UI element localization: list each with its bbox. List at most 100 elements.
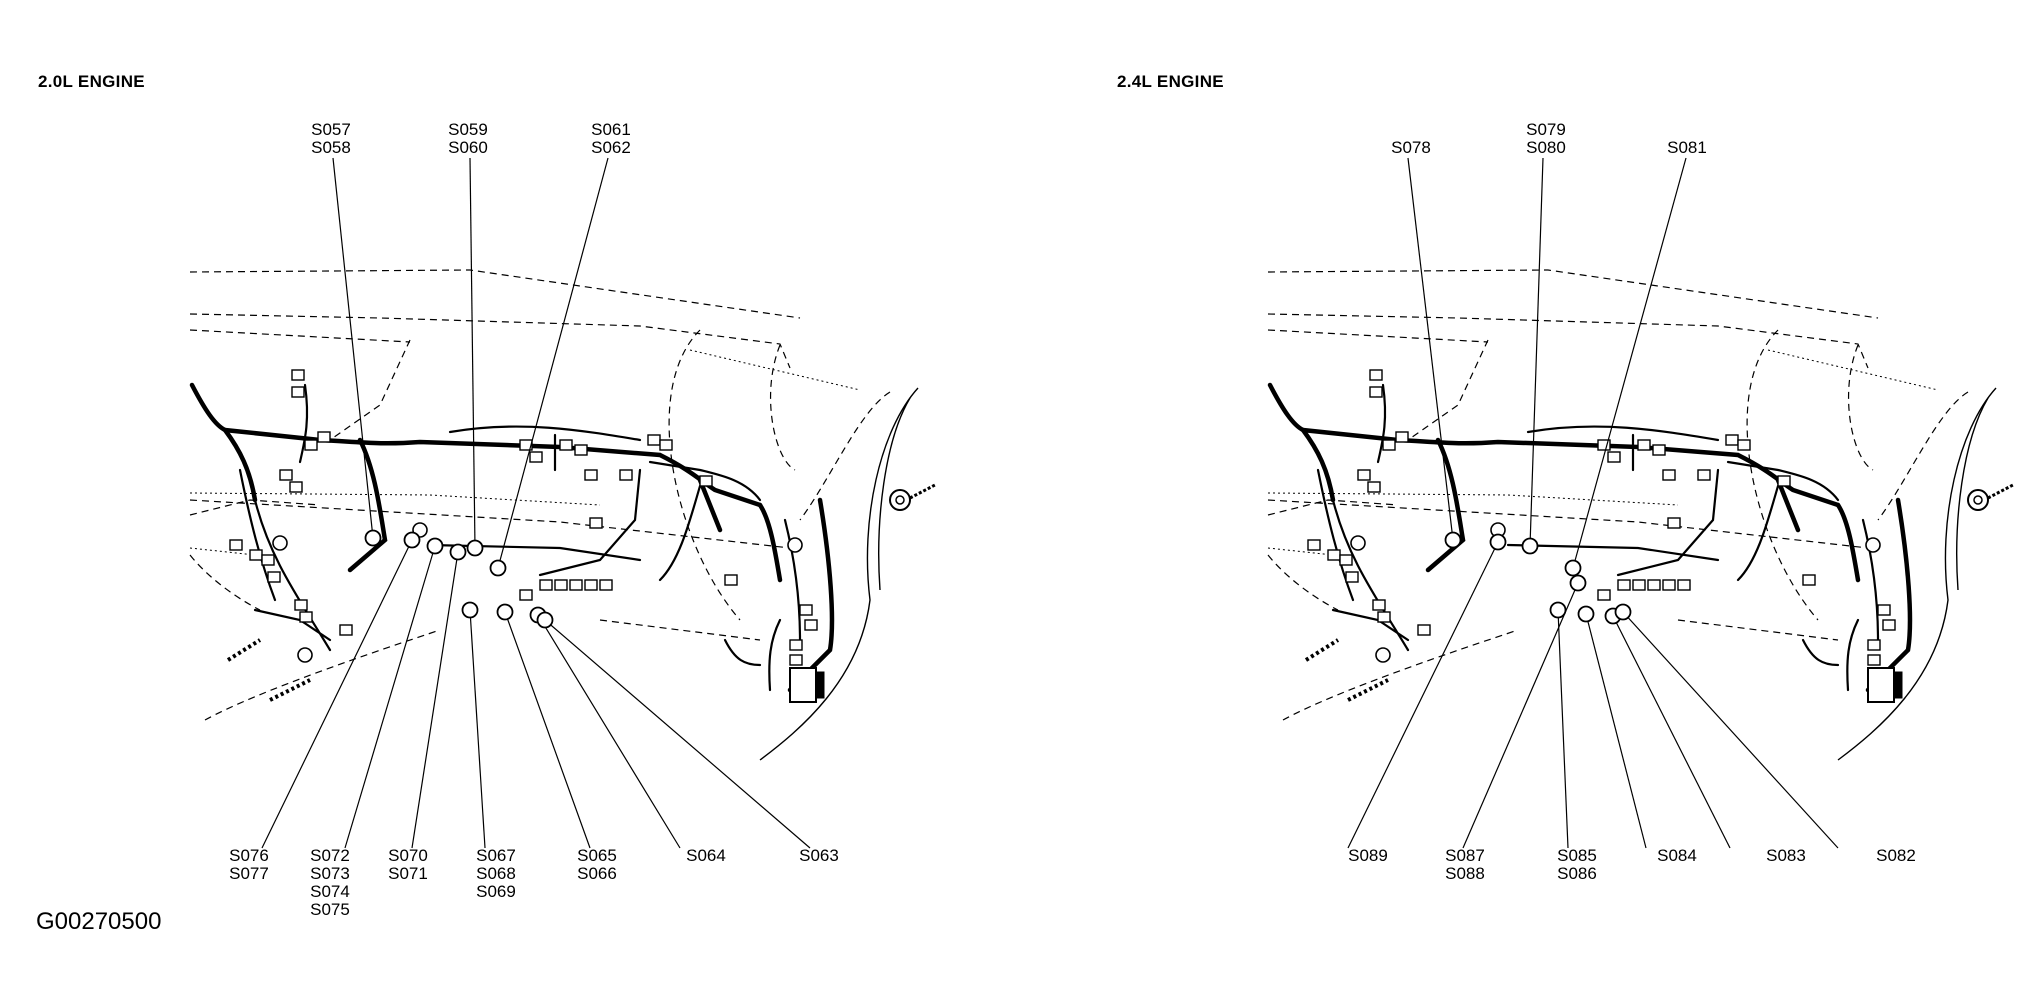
splice-label-s081: S081 [1667,138,1707,157]
connector-block-0 [1867,667,1895,703]
body-outline-dashed-9 [1282,629,1519,721]
leader-line-0-1 [469,157,476,549]
splice-label-s057-line-0: S057 [311,120,351,139]
connector-3 [1395,431,1409,443]
splice-marker-0-9 [536,611,554,629]
harness-drawing-2-4l [1267,157,2014,849]
body-outline-dashed-4 [668,329,741,621]
leader-line-0-3 [261,539,413,849]
leader-line-1-0 [1407,157,1454,541]
body-outline-dotted-0 [1267,492,1679,506]
wire-stub-1 [269,678,311,702]
body-outline-dashed-3 [329,339,411,441]
splice-label-s059-line-1: S060 [448,138,488,157]
connector-34 [599,579,613,591]
connector-20 [1597,439,1611,451]
connector-15 [584,469,598,481]
connector-32 [569,579,583,591]
splice-marker-0-4 [426,537,444,555]
connector-17 [647,434,661,446]
body-outline-dashed-6 [1267,499,1869,549]
leader-line-1-3 [1347,541,1499,849]
body-outline-dashed-0 [1267,269,1879,319]
harness-branch-0 [1316,468,1355,602]
splice-label-s078: S078 [1391,138,1431,157]
splice-label-s072-line-2: S074 [310,882,350,901]
connector-block-0 [789,667,817,703]
connector-block-1 [1893,671,1903,699]
harness-main-2 [1300,427,1336,503]
splice-label-s087-line-0: S087 [1445,846,1485,865]
splice-marker-0-2 [489,559,507,577]
leader-line-1-6 [1585,613,1647,849]
harness-main-3 [347,437,388,573]
harness-branch-8 [448,425,642,442]
ring-terminal-2 [297,647,313,663]
connector-8 [261,554,275,566]
splice-label-s070-line-1: S071 [388,864,428,883]
splice-marker-0-0 [364,529,382,547]
body-outline-dashed-6 [189,499,791,549]
splice-marker-1-1 [1521,537,1539,555]
figure-code: G00270500 [36,908,162,935]
splice-label-s067-line-0: S067 [476,846,516,865]
body-outline-dashed-5 [1847,344,1874,471]
splice-label-s079-line-0: S079 [1526,120,1566,139]
connector-25 [804,619,818,631]
splice-marker-0-1 [466,539,484,557]
harness-branch-5 [783,518,802,642]
wire-stub-0 [1304,638,1340,662]
grommet-wire [1987,483,2014,500]
connector-1 [291,386,305,398]
harness-branch-10 [658,484,702,582]
harness-main-1 [757,502,783,583]
connector-0 [1369,369,1383,381]
leader-line-0-8 [537,614,681,849]
connector-30 [539,579,553,591]
connector-34 [1677,579,1691,591]
harness-branch-5 [1861,518,1880,642]
connector-10 [294,599,308,611]
splice-label-s084-line-0: S084 [1657,846,1697,865]
connector-23 [724,574,738,586]
connector-26 [789,639,803,651]
splice-marker-0-7 [496,603,514,621]
connector-14 [1652,444,1666,456]
connector-17 [1725,434,1739,446]
connector-14 [574,444,588,456]
leader-line-1-4 [1462,582,1579,849]
body-outline-dashed-10 [189,499,321,516]
body-outline-dashed-1 [189,313,791,369]
body-outline-dashed-7 [1267,554,1339,611]
ring-terminal-3 [1865,537,1881,553]
harness-main-5 [787,497,835,693]
connector-19 [1667,517,1681,529]
connector-18 [659,439,673,451]
body-outline-dashed-7 [189,554,261,611]
connector-1 [1369,386,1383,398]
splice-label-s082: S082 [1876,846,1916,865]
splice-label-s082-line-0: S082 [1876,846,1916,865]
body-outline-dashed-8 [799,391,891,521]
body-outline-dashed-0 [189,269,801,319]
connector-0 [291,369,305,381]
body-outline-dashed-11 [1677,619,1839,641]
connector-25 [1882,619,1896,631]
harness-branch-6 [768,618,782,692]
connector-23 [1802,574,1816,586]
connector-21 [1607,451,1621,463]
connector-block-1 [815,671,825,699]
connector-35 [1597,589,1611,601]
harness-branch-7 [298,383,309,464]
splice-marker-0-6 [461,601,479,619]
splice-label-s057-line-1: S058 [311,138,351,157]
body-outline-dashed-9 [204,629,441,721]
connector-9 [1345,571,1359,583]
body-outline-dotted-2 [689,349,861,391]
